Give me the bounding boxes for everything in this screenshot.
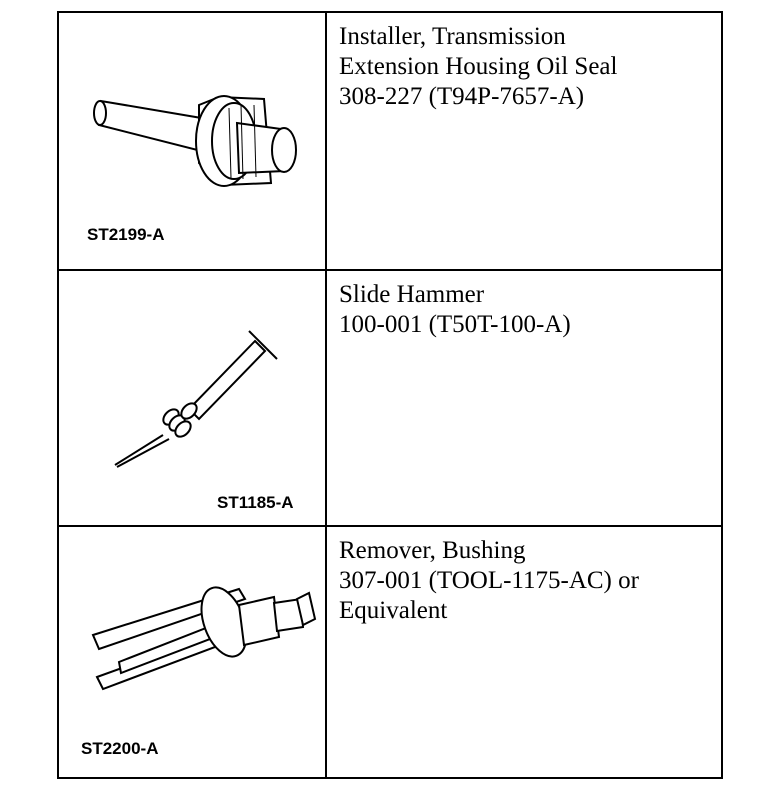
- tool-illustration-cell: ST1185-A: [59, 269, 327, 525]
- tool-name-continued: Extension Housing Oil Seal: [339, 53, 618, 80]
- tool-description: Remover, Bushing 307-001 (TOOL-1175-AC) …: [327, 527, 721, 626]
- tool-equivalent-note: Equivalent: [339, 597, 448, 624]
- illustration-code: ST2200-A: [81, 739, 159, 758]
- special-tools-table: ST2199-A Installer, Transmission Extensi…: [57, 11, 723, 779]
- tool-part-number: 100-001 (T50T-100-A): [339, 311, 571, 338]
- illustration-code: ST1185-A: [217, 493, 294, 512]
- tool-description: Slide Hammer 100-001 (T50T-100-A): [327, 271, 721, 340]
- tool-description-cell: Slide Hammer 100-001 (T50T-100-A): [327, 269, 721, 525]
- bushing-remover-icon: [91, 586, 317, 691]
- slide-hammer-icon: [114, 330, 278, 468]
- tool-illustration-cell: ST2200-A: [59, 525, 327, 777]
- tool-description-cell: Remover, Bushing 307-001 (TOOL-1175-AC) …: [327, 525, 721, 777]
- tool-part-number: 308-227 (T94P-7657-A): [339, 83, 585, 110]
- tool-name: Remover, Bushing: [339, 537, 526, 564]
- tool-name: Slide Hammer: [339, 281, 485, 308]
- tool-part-number: 307-001 (TOOL-1175-AC) or: [339, 567, 639, 594]
- oil-seal-installer-icon: [93, 95, 297, 187]
- tool-illustration-cell: ST2199-A: [59, 13, 327, 269]
- tool-description: Installer, Transmission Extension Housin…: [327, 13, 721, 112]
- tool-description-cell: Installer, Transmission Extension Housin…: [327, 13, 721, 269]
- illustration-code: ST2199-A: [87, 225, 165, 244]
- tool-name: Installer, Transmission: [339, 23, 566, 50]
